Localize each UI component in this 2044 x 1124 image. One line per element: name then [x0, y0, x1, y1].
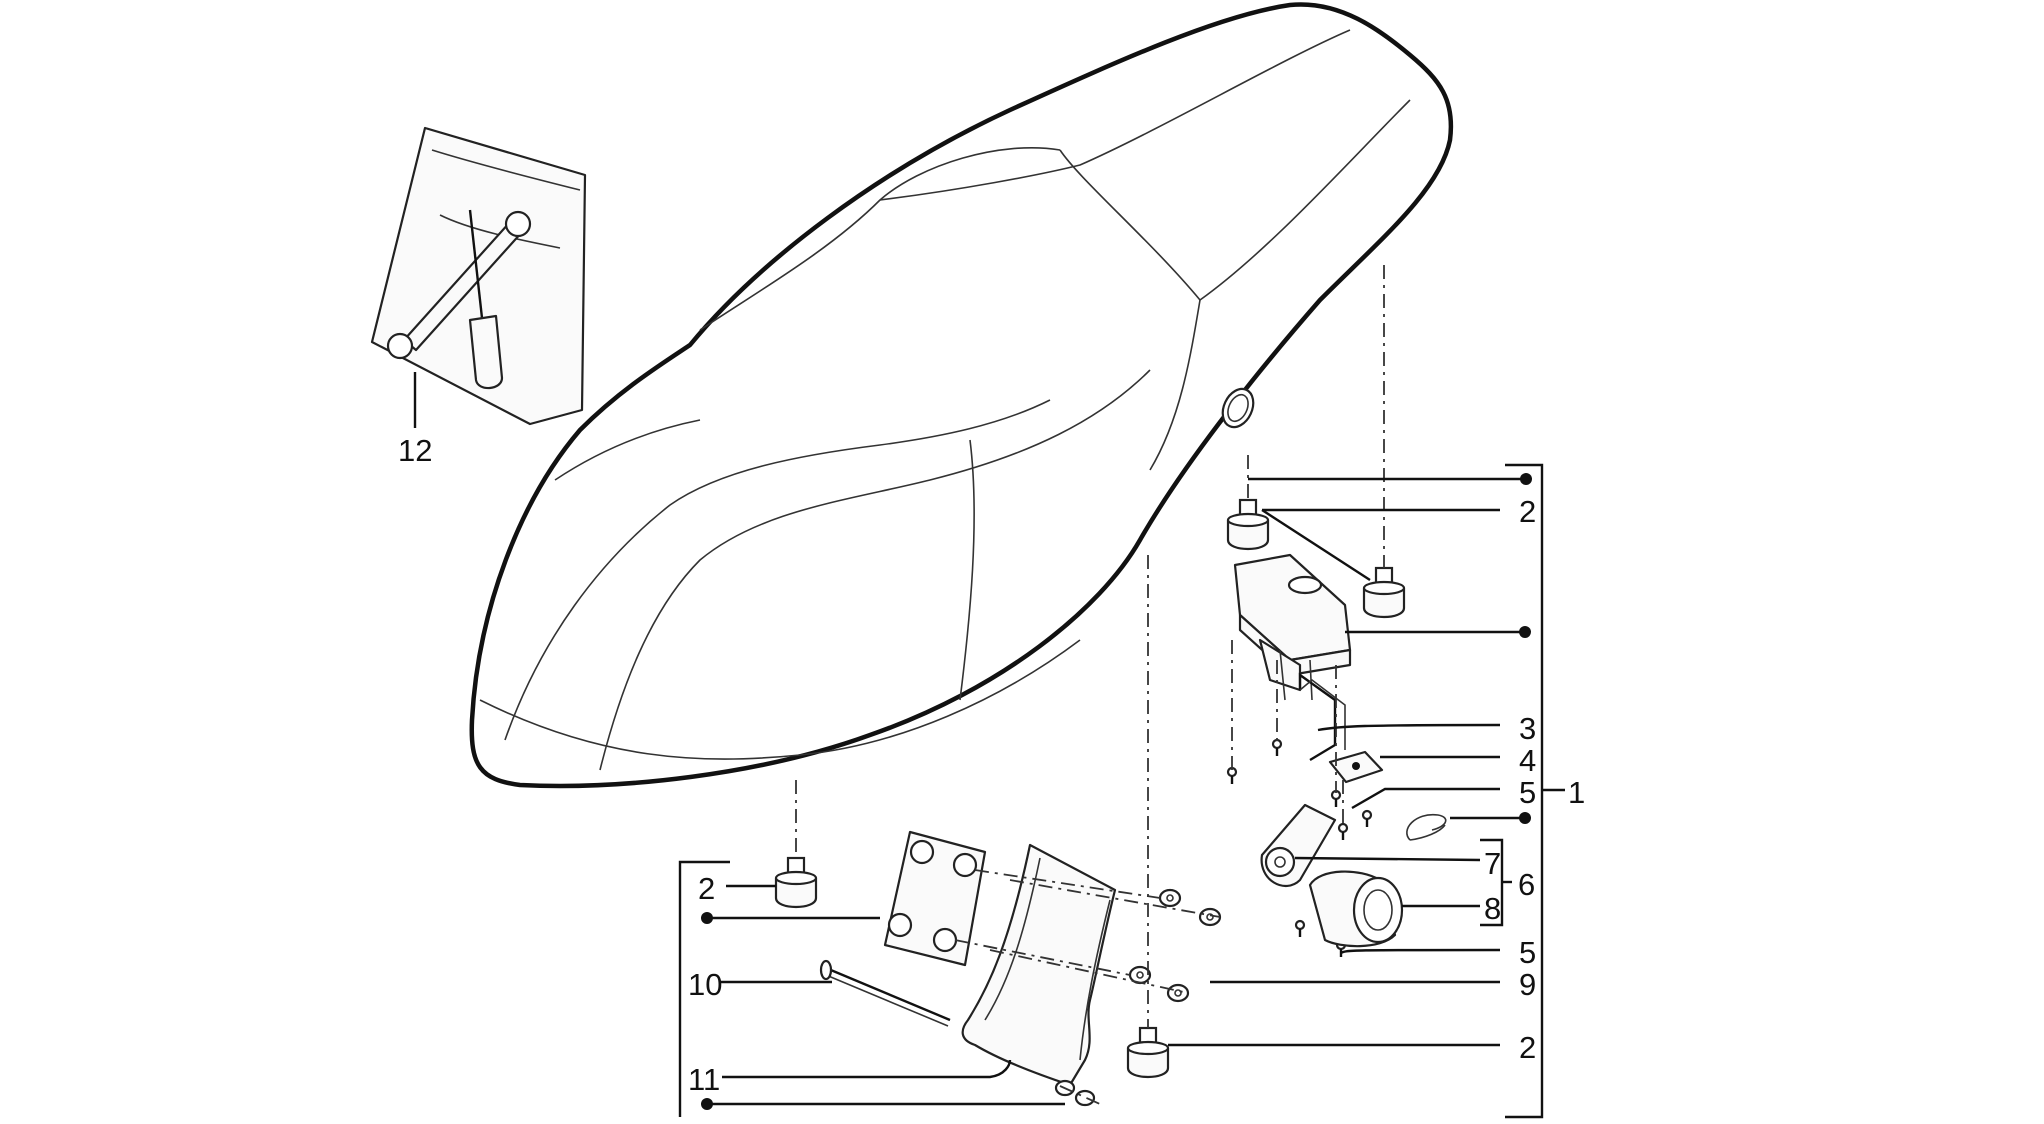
nut — [1074, 1089, 1096, 1107]
assembly-lines — [795, 265, 1385, 1105]
grommet-bottom — [1126, 1026, 1170, 1079]
clip — [1406, 814, 1447, 841]
callout-12: 12 — [398, 433, 432, 468]
callout-7: 7 — [1484, 846, 1501, 881]
screw — [1361, 809, 1373, 827]
lock-cylinder — [1308, 870, 1404, 948]
tool-kit-bag — [370, 126, 587, 426]
grommet-top — [1226, 498, 1270, 551]
callout-5-top: 5 — [1519, 775, 1536, 810]
lower-group-frame — [678, 860, 730, 1117]
screw — [1271, 738, 1283, 756]
callout-labels: 12 2 3 4 5 1 7 6 8 5 9 2 2 10 11 — [398, 433, 1585, 1097]
hook-rod — [1298, 672, 1346, 762]
bolt — [819, 959, 951, 1027]
callout-2-bottom: 2 — [1519, 1030, 1536, 1065]
screws — [1226, 738, 1373, 957]
callout-2-top: 2 — [1519, 494, 1536, 529]
callout-4: 4 — [1519, 743, 1536, 778]
callout-9: 9 — [1519, 967, 1536, 1002]
group-bracket-1 — [1505, 463, 1565, 1119]
callout-3: 3 — [1519, 711, 1536, 746]
nuts — [1054, 888, 1222, 1107]
nut — [1158, 888, 1182, 908]
lock-bracket — [1233, 553, 1352, 701]
screw — [1294, 919, 1306, 937]
callout-2-left: 2 — [698, 871, 715, 906]
leader-lines — [413, 372, 1532, 1110]
latch — [1260, 803, 1337, 887]
hinge-bracket — [961, 843, 1117, 1087]
grommet-right — [1362, 566, 1406, 619]
grommet-left — [774, 856, 818, 909]
callout-11: 11 — [688, 1062, 720, 1097]
screw — [1226, 766, 1238, 784]
nut — [1166, 983, 1190, 1003]
spring-plate — [1328, 750, 1384, 784]
group-bracket-6 — [1480, 838, 1512, 927]
callout-6: 6 — [1518, 867, 1535, 902]
screw — [1330, 789, 1342, 807]
callout-10: 10 — [688, 967, 722, 1002]
seat — [469, 2, 1454, 789]
hinge-plate — [883, 830, 987, 967]
callout-1: 1 — [1568, 775, 1585, 810]
callout-5-bottom: 5 — [1519, 935, 1536, 970]
callout-8: 8 — [1484, 891, 1501, 926]
screw — [1337, 822, 1349, 840]
